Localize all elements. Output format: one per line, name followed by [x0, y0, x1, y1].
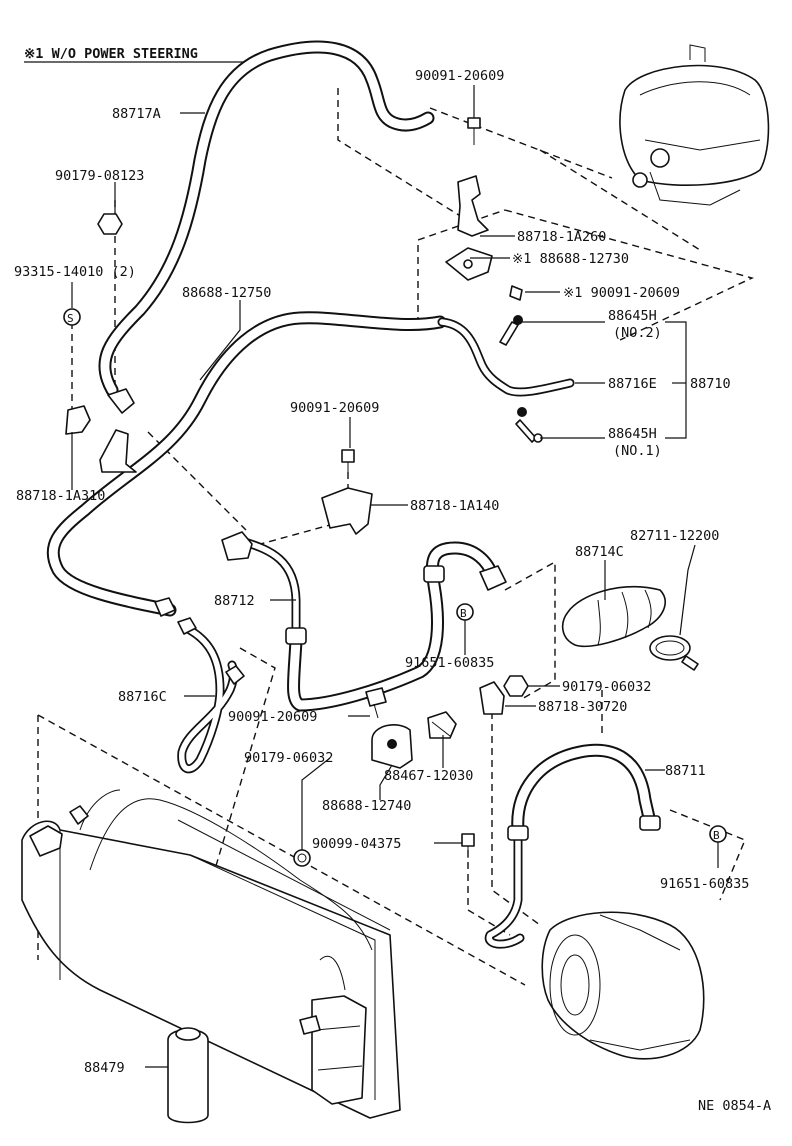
label-90091-20609-low: 90091-20609: [228, 709, 317, 725]
oil-bottle-88479[interactable]: [167, 1027, 209, 1124]
label-88710: 88710: [690, 376, 731, 392]
label-90179-08123: 90179-08123: [55, 168, 144, 184]
clamp-88718-30720[interactable]: [479, 681, 505, 715]
diagram-code: NE 0854-A: [698, 1098, 771, 1114]
label-91651-60835-a: 91651-60835: [405, 655, 494, 671]
label-88718-1a260: 88718-1A260: [517, 229, 606, 245]
pipe-88717a-suction-hose[interactable]: [98, 40, 435, 397]
label-88711: 88711: [665, 763, 706, 779]
label-90091-20609-r: ※1 90091-20609: [563, 285, 680, 301]
label-90091-20609-top: 90091-20609: [415, 68, 504, 84]
svg-text:B: B: [460, 607, 467, 620]
bracket-88718-1a260[interactable]: [457, 175, 489, 237]
clamp-82711-12200[interactable]: [649, 635, 699, 671]
label-88712: 88712: [214, 593, 255, 609]
bracket-88688-12730[interactable]: [445, 247, 493, 281]
label-88688-12730: ※1 88688-12730: [512, 251, 629, 267]
sensor-88645h-no1[interactable]: [515, 407, 543, 443]
label-82711-12200: 82711-12200: [630, 528, 719, 544]
label-90179-06032-r: 90179-06032: [562, 679, 651, 695]
nut-90179-06032-r[interactable]: [503, 675, 529, 697]
label-88718-30720: 88718-30720: [538, 699, 627, 715]
label-90091-20609-mid: 90091-20609: [290, 400, 379, 416]
protector-88714c[interactable]: [561, 586, 666, 648]
label-88645h-no2-note: (NO.2): [613, 325, 662, 341]
bolt-90091-20609-mid[interactable]: [341, 449, 355, 474]
label-90179-06032-l: 90179-06032: [244, 750, 333, 766]
diagram-title: ※1 W/O POWER STEERING: [24, 46, 198, 62]
label-88716e: 88716E: [608, 376, 657, 392]
bolt-90091-20609-r[interactable]: [509, 285, 523, 301]
label-88718-1a140: 88718-1A140: [410, 498, 499, 514]
receiver-dryer: [299, 955, 367, 1105]
fitting-88712-end[interactable]: [221, 531, 253, 561]
label-88717a: 88717A: [112, 106, 161, 122]
clamp-88718-1a310[interactable]: [65, 388, 137, 473]
label-88718-1a310: 88718-1A310: [16, 488, 105, 504]
label-88645h-no1: 88645H: [608, 426, 657, 442]
assembly-guide-lines: [37, 88, 755, 1021]
pipe-88712-discharge-hose[interactable]: [240, 537, 507, 712]
leader-lines: [71, 85, 719, 1068]
switch-88467-12030[interactable]: [427, 711, 457, 739]
marker-s: S: [63, 308, 81, 326]
fitting-88716c-nut[interactable]: [154, 597, 245, 685]
label-88645h-no1-note: (NO.1): [613, 443, 662, 459]
reservoir-tank: [619, 44, 770, 206]
compressor: [541, 911, 705, 1060]
sensor-88645h-no2[interactable]: [499, 315, 523, 346]
pipe-88716c-lower-tube[interactable]: [177, 623, 239, 774]
marker-b-b: B: [709, 825, 727, 843]
pipe-88716e-evaporator-line[interactable]: [437, 317, 575, 397]
label-88479: 88479: [84, 1060, 125, 1076]
label-88688-12740: 88688-12740: [322, 798, 411, 814]
label-91651-60835-b: 91651-60835: [660, 876, 749, 892]
label-90099-04375: 90099-04375: [312, 836, 401, 852]
label-88467-12030: 88467-12030: [384, 768, 473, 784]
bracket-88688-12740[interactable]: [371, 724, 413, 769]
pipe-88688-12750-long-tube[interactable]: [46, 311, 447, 617]
nut-90179-08123[interactable]: [97, 213, 123, 235]
label-88688-12750: 88688-12750: [182, 285, 271, 301]
part-labels: 88717A 90091-20609 90179-08123 93315-140…: [14, 68, 771, 1114]
svg-text:B: B: [713, 829, 720, 842]
label-88645h-no2: 88645H: [608, 308, 657, 324]
bracket-88718-1a140[interactable]: [321, 487, 373, 535]
bolt-90091-20609-low[interactable]: [365, 687, 387, 719]
label-88716c: 88716C: [118, 689, 167, 705]
label-88714c: 88714C: [575, 544, 624, 560]
condenser-assembly: [21, 789, 401, 1119]
svg-text:S: S: [67, 312, 74, 325]
label-93315-14010: 93315-14010 (2): [14, 264, 136, 280]
bolt-90099-04375[interactable]: [461, 833, 475, 858]
marker-b-a: B: [456, 603, 474, 621]
bolt-90091-20609-top[interactable]: [467, 117, 481, 145]
nut-90179-06032-l[interactable]: [293, 849, 311, 867]
pipe-88711-compressor-hose[interactable]: [484, 743, 661, 949]
